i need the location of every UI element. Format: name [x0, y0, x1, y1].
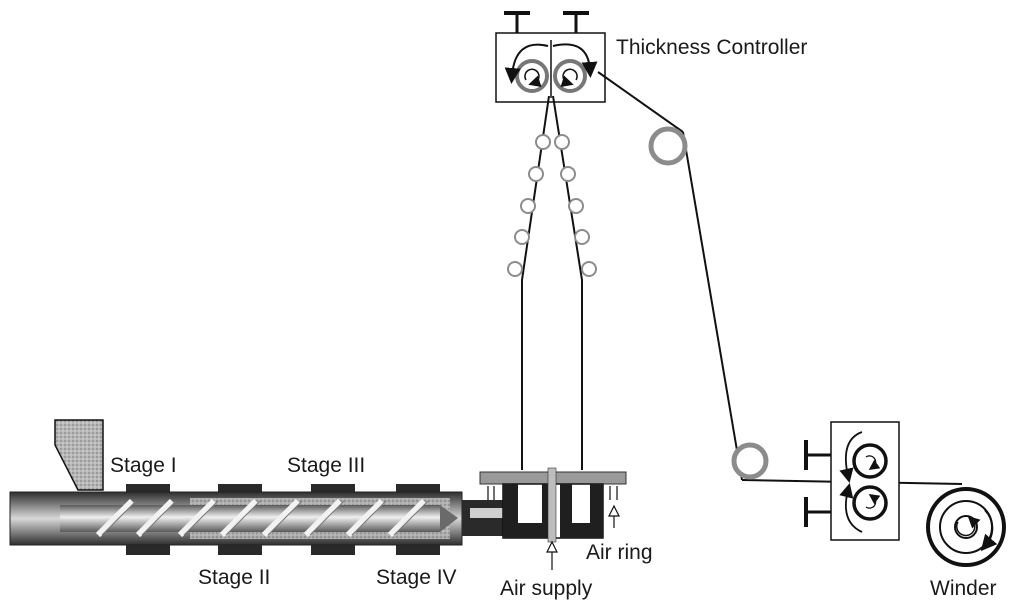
thickness-controller-label: Thickness Controller: [616, 36, 808, 59]
die-head: [479, 467, 627, 570]
haul-off-unit: [804, 421, 900, 541]
stage-4-label: Stage IV: [376, 566, 457, 589]
stage-1-label: Stage I: [110, 454, 177, 477]
winder-roll: [926, 487, 1006, 567]
air-ring-label: Air ring: [586, 541, 653, 564]
nip-roller-right: [553, 59, 587, 93]
winder-label: Winder: [930, 577, 997, 600]
guide-roller-top: [648, 126, 688, 166]
guide-roller-bottom: [731, 442, 769, 480]
rotation-arrow-right: [552, 43, 598, 78]
rotation-arrow-left: [504, 43, 549, 84]
air-ring-arrow: [608, 504, 620, 528]
nip-roller-left: [515, 59, 549, 93]
extruder: [9, 419, 520, 555]
film-path: [597, 71, 963, 485]
thickness-controller: [495, 11, 606, 103]
guide-rollers-right: [554, 134, 597, 277]
guide-rollers-left: [507, 134, 551, 277]
film-bubble: [507, 95, 597, 470]
hopper: [54, 419, 104, 491]
stage-2-label: Stage II: [198, 566, 271, 589]
stage-3-label: Stage III: [287, 454, 366, 477]
air-supply-arrow: [546, 540, 558, 570]
air-supply-label: Air supply: [500, 577, 593, 600]
